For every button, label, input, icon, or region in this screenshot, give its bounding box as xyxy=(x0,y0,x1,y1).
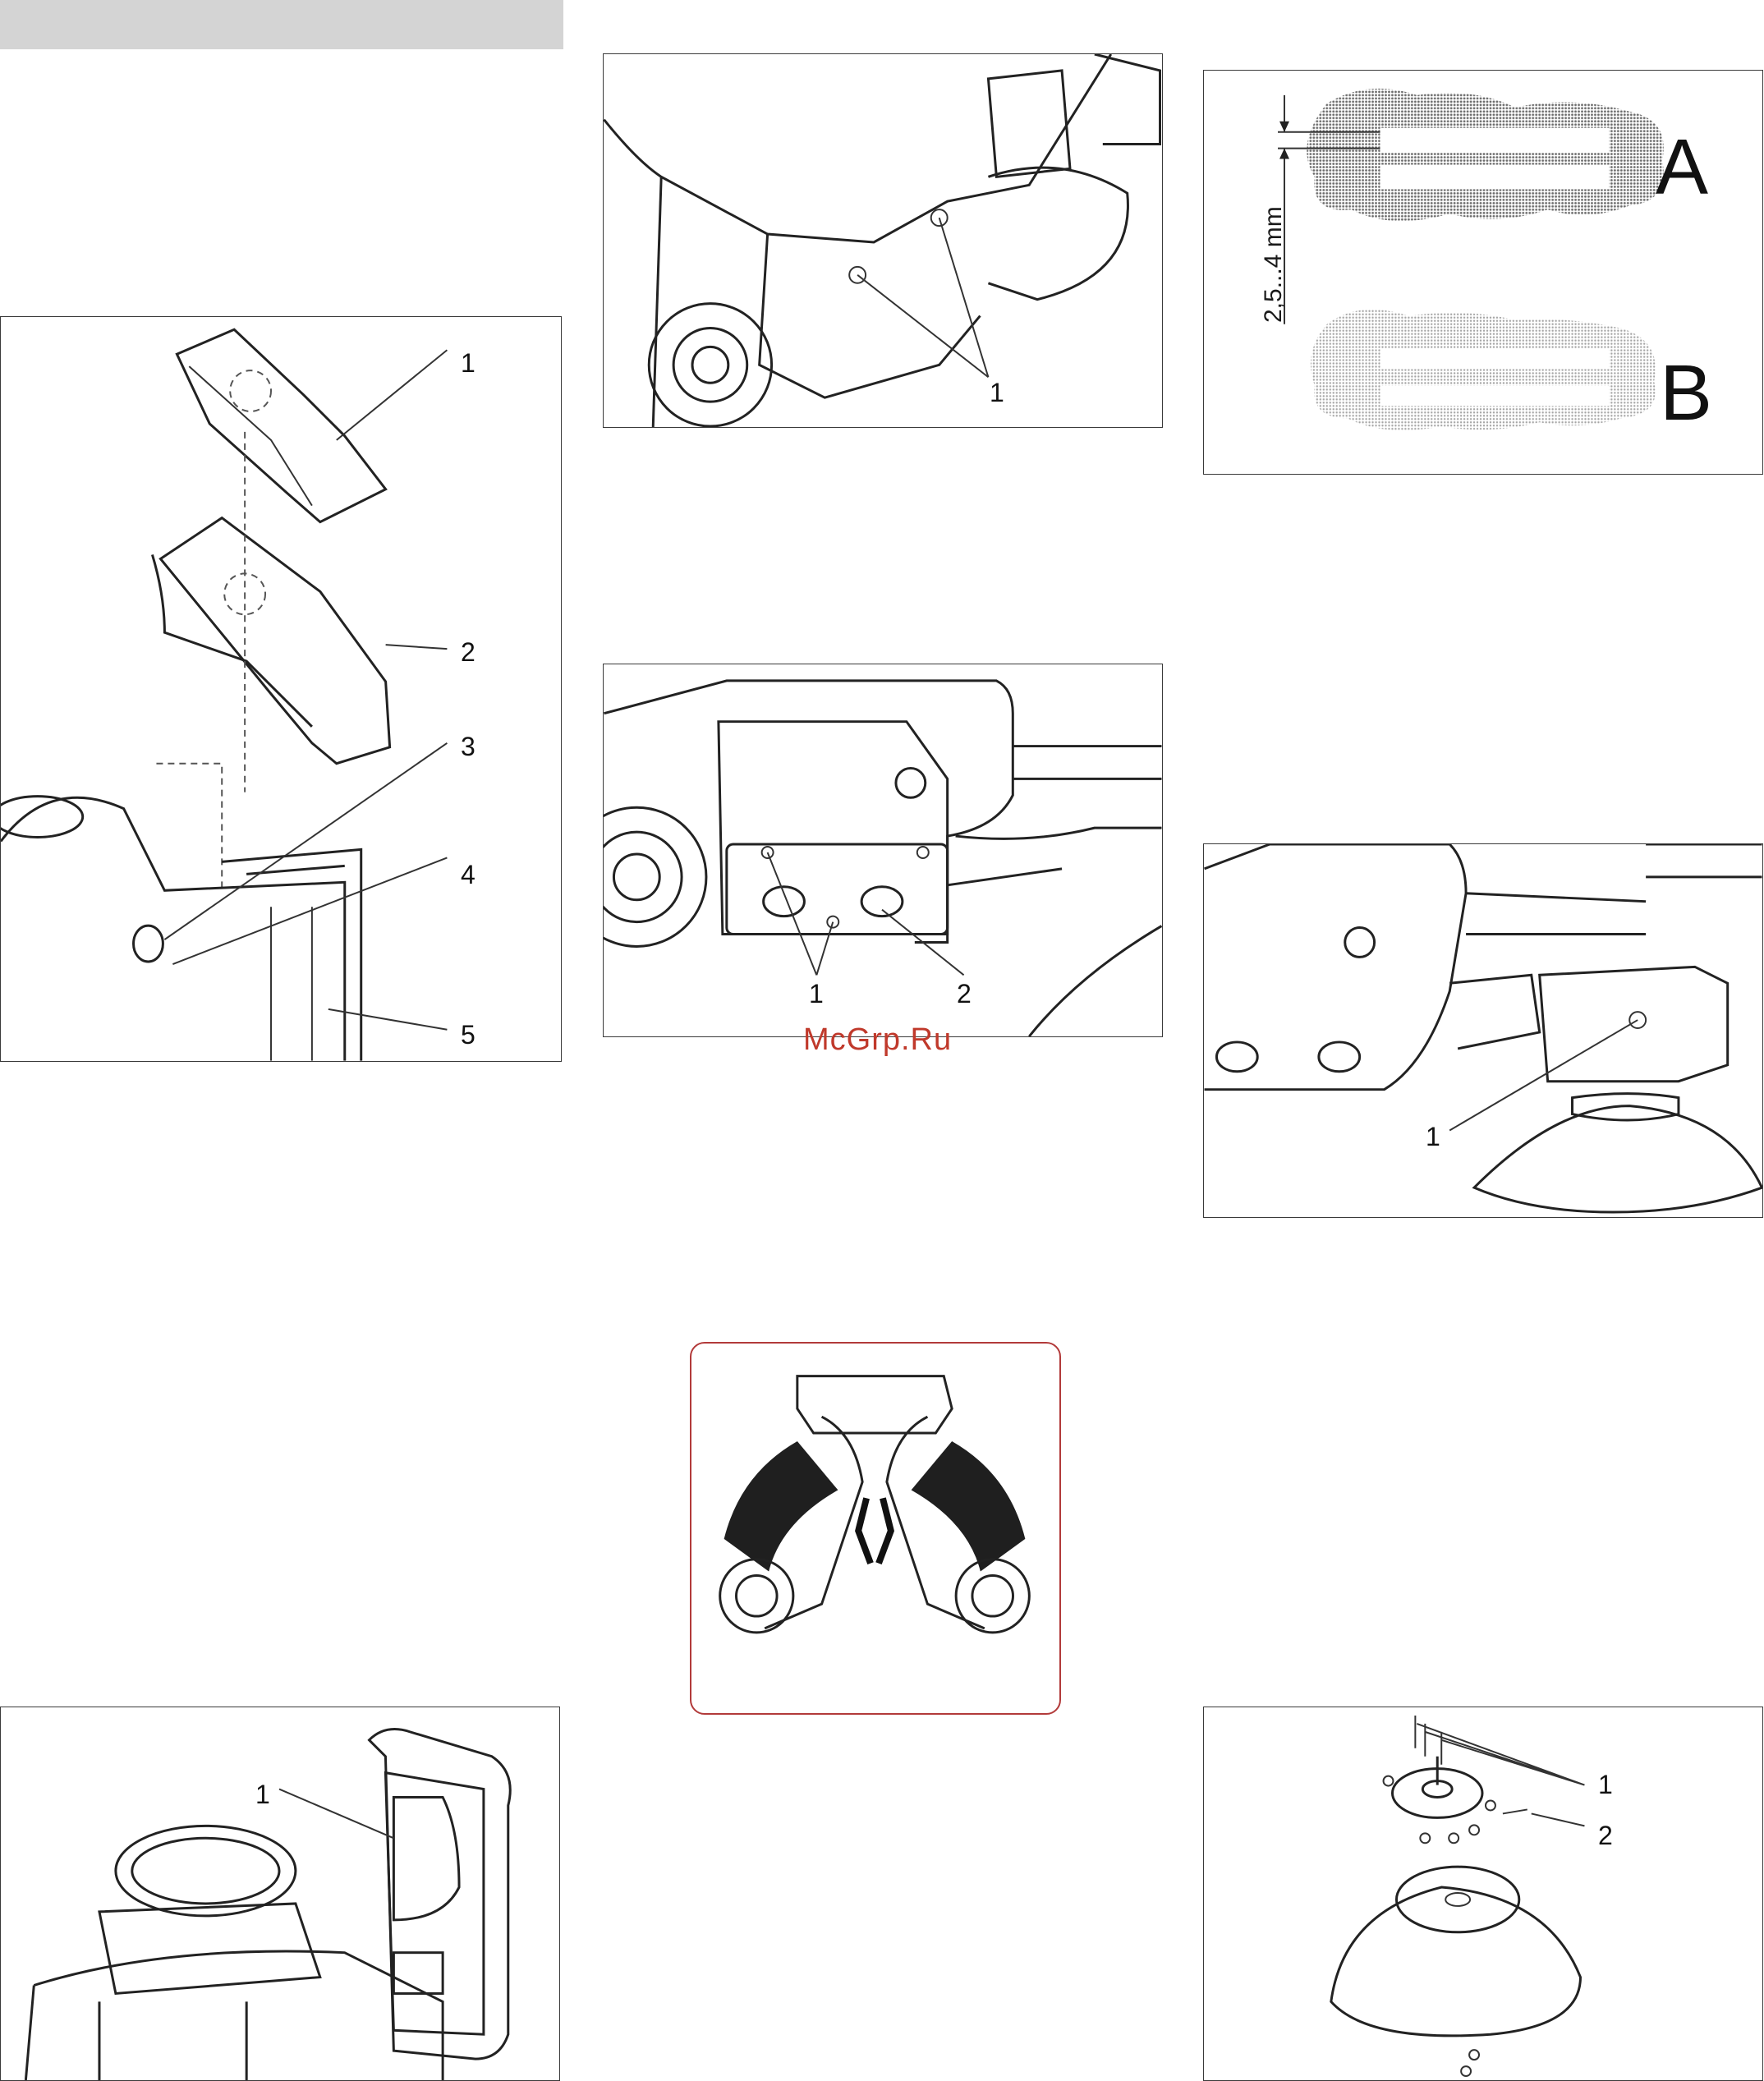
figure-side-cover-screws: 1 xyxy=(603,53,1163,428)
figure-brush-pattern: 2,5...4 mm A B xyxy=(1203,70,1763,475)
callout-1: 1 xyxy=(255,1781,270,1808)
figure-side-brush-arm: 1 xyxy=(1203,843,1763,1218)
pattern-label-a: A xyxy=(1656,128,1708,207)
side-brush-arm-drawing xyxy=(1204,844,1762,1217)
figure-hopper-lid: 1 xyxy=(0,1707,560,2081)
pattern-label-b: B xyxy=(1660,354,1712,433)
watermark-text: McGrp.Ru xyxy=(803,1022,952,1058)
callout-1: 1 xyxy=(461,350,475,376)
callout-1: 1 xyxy=(1426,1123,1440,1150)
callout-1: 1 xyxy=(809,981,824,1007)
side-plate-drawing xyxy=(604,664,1162,1036)
callout-3: 3 xyxy=(461,733,475,760)
pinch-rollers-warning-icon xyxy=(690,1342,1061,1715)
dimension-label: 2,5...4 mm xyxy=(1260,206,1288,323)
side-brush-disc-drawing xyxy=(1204,1707,1762,2080)
callout-1: 1 xyxy=(1598,1771,1613,1798)
figure-side-brush-disc: 1 2 xyxy=(1203,1707,1763,2081)
hopper-lid-drawing xyxy=(1,1707,559,2080)
callout-2: 2 xyxy=(957,981,972,1007)
callout-2: 2 xyxy=(1598,1822,1613,1849)
figure-side-plate: 1 2 xyxy=(603,664,1163,1037)
side-cover-drawing xyxy=(604,54,1162,427)
filter-bag-drawing xyxy=(1,317,561,1061)
callout-1: 1 xyxy=(990,379,1004,406)
callout-5: 5 xyxy=(461,1022,475,1048)
section-header-bar xyxy=(0,0,563,49)
figure-filter-bag: 1 2 3 4 5 xyxy=(0,316,562,1062)
pinch-rollers-pictogram xyxy=(691,1344,1059,1713)
callout-2: 2 xyxy=(461,639,475,665)
callout-4: 4 xyxy=(461,861,475,888)
